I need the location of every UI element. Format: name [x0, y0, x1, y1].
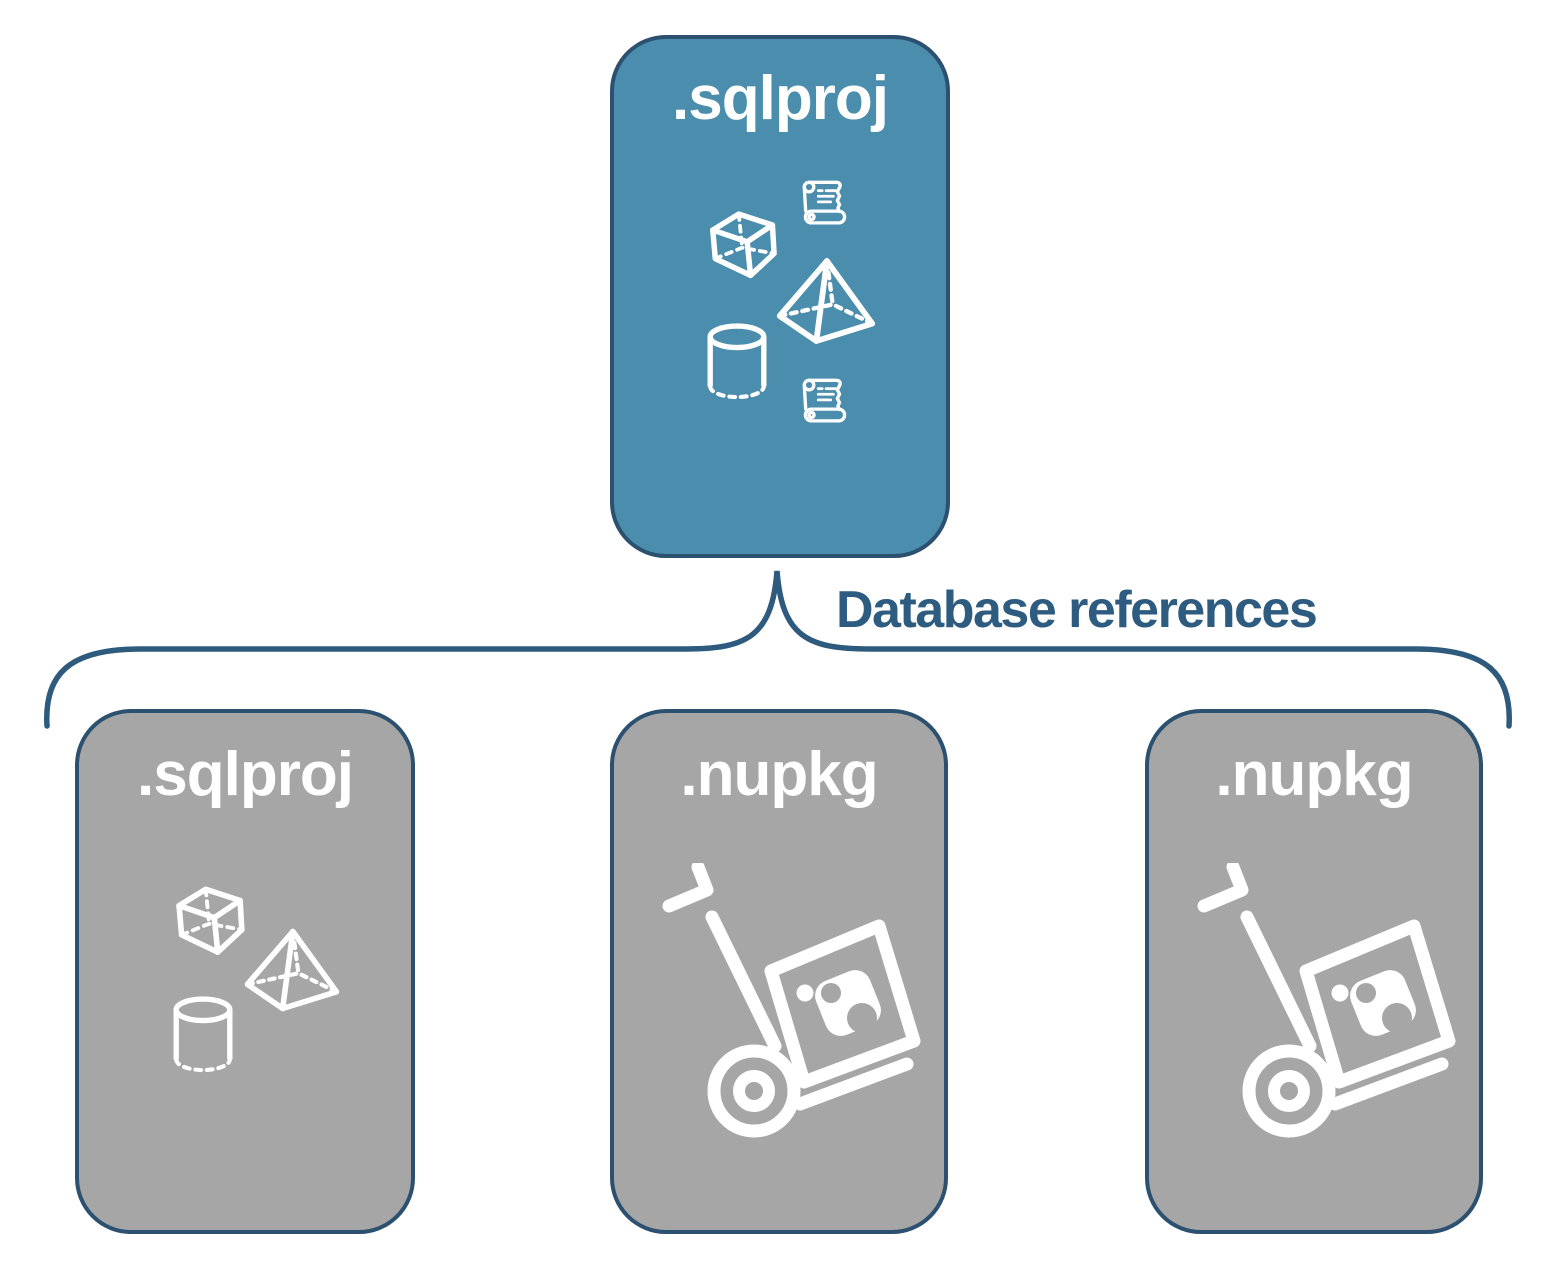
pyramid-icon [240, 924, 342, 1016]
ref-sqlproj-node: .sqlproj [75, 709, 415, 1234]
ref-nupkg-node-1: .nupkg [610, 709, 948, 1234]
cylinder-icon [704, 322, 770, 402]
main-node-label: .sqlproj [672, 64, 889, 133]
main-sqlproj-node: .sqlproj [610, 35, 950, 558]
database-references-label: Database references [836, 581, 1318, 639]
ref-node-label: .nupkg [680, 740, 878, 809]
nuget-dolly-icon [1189, 863, 1459, 1138]
scroll-icon [797, 373, 853, 429]
nuget-dolly-icon [654, 863, 924, 1138]
ref-nupkg-node-2: .nupkg [1145, 709, 1483, 1234]
scroll-icon [797, 175, 853, 231]
ref-node-label: .nupkg [1215, 740, 1413, 809]
ref-node-label: .sqlproj [137, 740, 354, 809]
cylinder-icon [170, 994, 236, 1076]
pyramid-icon [772, 255, 878, 347]
